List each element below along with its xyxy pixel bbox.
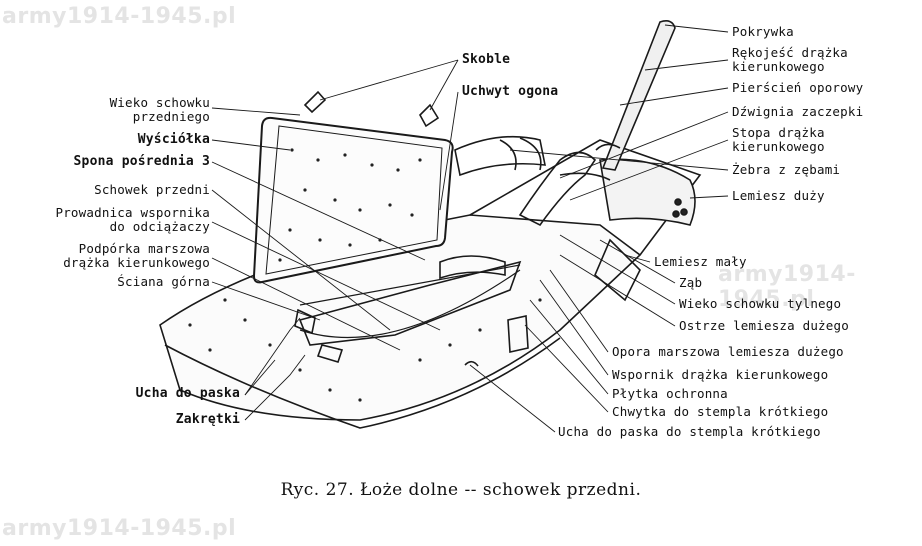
label-toothed-ribs: Żebra z zębami [732, 162, 841, 177]
label-strap-lugs: Ucha do paska [135, 386, 240, 401]
label-caps: Zakrętki [175, 412, 240, 427]
trail-edge [164, 337, 561, 429]
small-spade [594, 238, 641, 302]
front-compartment [298, 260, 522, 346]
steering-lever [601, 20, 676, 171]
label-hinges: Skoble [462, 52, 511, 67]
watermark-top-left: army1914-1945.pl [2, 4, 237, 29]
label-spade-blade: Ostrze lemiesza dużego [679, 318, 849, 333]
label-front-lid: Wieko schowku przedniego [109, 95, 210, 124]
label-spade-travel-rest: Opora marszowa lemiesza dużego [612, 344, 844, 359]
watermark-bottom-left: army1914-1945.pl [2, 516, 237, 541]
label-travel-support: Podpórka marszowa drążka kierunkowego [63, 241, 210, 270]
label-tail-handle: Uchwyt ogona [462, 84, 559, 99]
trail-body [159, 20, 702, 429]
label-prop-strap-lugs: Ucha do paska do stempla krótkiego [558, 424, 821, 439]
label-cap: Pokrywka [732, 24, 794, 39]
figure-caption: Ryc. 27. Łoże dolne -- schowek przedni. [280, 480, 642, 500]
rivets [188, 148, 542, 402]
label-rear-lid: Wieko schowku tylnego [679, 296, 842, 311]
watermark-mid-right: army1914-1945.pl [718, 262, 856, 312]
label-large-spade: Lemiesz duży [732, 188, 825, 203]
leader-lines [211, 24, 729, 433]
short-prop-grip [507, 315, 529, 353]
short-prop-lug [464, 360, 479, 367]
label-front-compartment: Schowek przedni [94, 182, 210, 197]
label-padding: Wyściółka [137, 132, 210, 147]
label-lever-bracket: Wspornik drążka kierunkowego [612, 367, 829, 382]
label-upper-wall: Ściana górna [117, 274, 210, 289]
label-tooth: Ząb [679, 275, 703, 290]
front-lid [252, 116, 454, 284]
strap-lug-b [316, 344, 344, 363]
label-bracket-guide: Prowadnica wspornika do odciążaczy [55, 205, 210, 234]
lever-foot [518, 151, 597, 227]
label-protective-plate: Płytka ochronna [612, 386, 728, 401]
label-prop-grip: Chwytka do stempla krótkiego [612, 404, 829, 419]
hinge-right [419, 103, 440, 128]
label-latch-lever: Dźwignia zaczepki [732, 104, 864, 119]
label-intermediate-clamp: Spona pośrednia 3 [73, 154, 210, 169]
label-lever-handle: Rękojeść drążka kierunkowego [732, 45, 848, 74]
label-small-spade: Lemiesz mały [654, 254, 747, 269]
label-lever-foot: Stopa drążka kierunkowego [732, 125, 825, 154]
hinge-left [303, 90, 327, 114]
label-stop-ring: Pierścień oporowy [732, 80, 864, 95]
toothed-ribs [454, 135, 546, 177]
